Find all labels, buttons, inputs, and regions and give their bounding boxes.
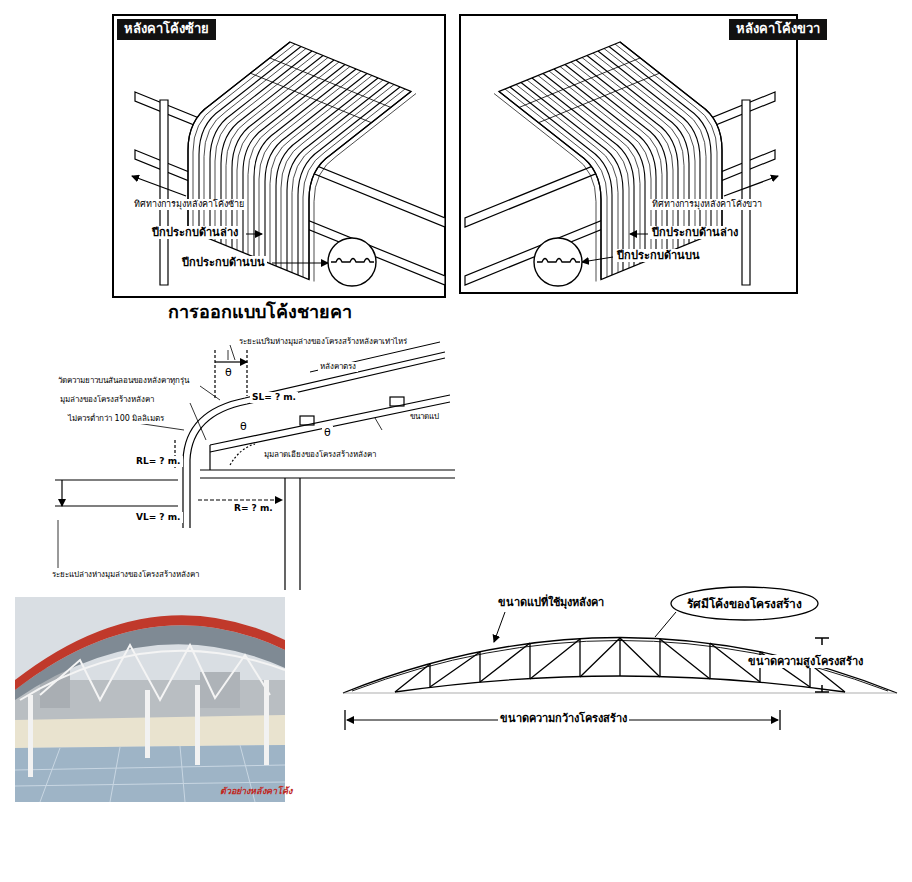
label: ทิศทางการมุงหลังคาโค้งขวา: [650, 199, 764, 210]
label: SL= ? m.: [250, 392, 298, 403]
roof-left: [135, 42, 445, 285]
label: ตัวอย่างหลังคาโค้ง: [220, 786, 292, 797]
label: ระยะแปริมห่างมุมล่างของโครงสร้างหลังคาเท…: [237, 337, 409, 347]
label: θ: [322, 426, 333, 439]
label: ปีกประกบด้านบน: [615, 249, 702, 262]
label: ขนาดแป: [408, 412, 441, 422]
node-text: หลังคาโค้งขวา: [736, 21, 820, 36]
label: ปีกประกบด้านล่าง: [150, 226, 240, 239]
title-tag: หลังคาโค้งขวา: [729, 19, 827, 40]
label: ปีกประกบด้านบน: [180, 256, 267, 269]
label: ขนาดความสูงโครงสร้าง: [746, 655, 865, 668]
label: VL= ? m.: [134, 512, 183, 523]
label: ขนาดแปที่ใช้มุงหลังคา: [496, 596, 606, 609]
label: วัดความยาวบนสันลอนของหลังคาทุกรุ่น: [56, 376, 191, 386]
ellipse-callout: รัศมีโค้งของโครงสร้าง: [670, 586, 819, 621]
title-tag: หลังคาโค้งซ้าย: [117, 19, 216, 40]
label: RL= ? m.: [134, 456, 183, 467]
label: ระยะแปล่างห่างมุมล่างของโครงสร้างหลังคา: [50, 570, 201, 580]
label: มุมล่างของโครงสร้างหลังคา: [58, 395, 156, 405]
label: ขนาดความกว้างโครงสร้าง: [498, 712, 629, 725]
label: ปีกประกบด้านล่าง: [650, 226, 740, 239]
label: θ: [223, 366, 234, 379]
label: ไม่ควรต่ำกว่า 100 มิลลิเมตร: [66, 414, 166, 424]
section-title: การออกแบบโค้งชายคา: [168, 301, 352, 323]
label: มุมลาดเอียงของโครงสร้างหลังคา: [262, 450, 378, 460]
node-text: หลังคาโค้งซ้าย: [124, 21, 209, 36]
label: θ: [238, 420, 249, 433]
roof-right: [465, 42, 775, 285]
node-text: รัศมีโค้งของโครงสร้าง: [687, 594, 802, 613]
label: R= ? m.: [232, 503, 275, 514]
label: ทิศทางการมุงหลังคาโค้งซ้าย: [132, 199, 246, 210]
label: หลังคาตรง: [318, 362, 358, 372]
